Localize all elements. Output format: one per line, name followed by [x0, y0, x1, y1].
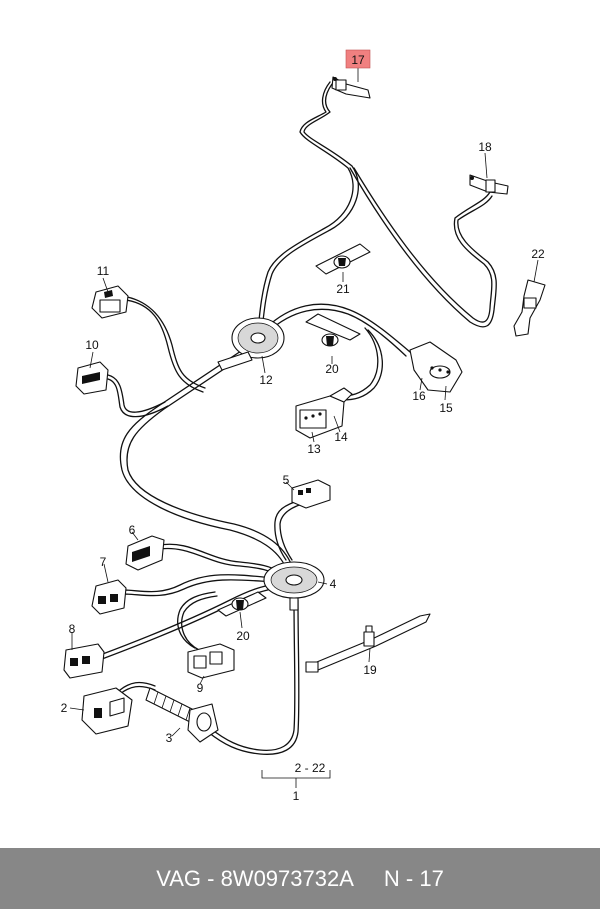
callout-3: 3: [166, 731, 173, 745]
callout-20-upper: 20: [325, 362, 339, 376]
callout-21: 21: [336, 282, 350, 296]
position-number: N - 17: [383, 865, 444, 891]
callout-17: 17: [351, 53, 365, 67]
connector-10: [75, 361, 109, 395]
callout-16: 16: [412, 389, 426, 403]
callout-14: 14: [334, 430, 348, 444]
callout-7: 7: [100, 555, 107, 569]
corrugated-sleeve-3: [145, 687, 219, 743]
callout-19: 19: [363, 663, 377, 677]
callout-labels: 17 18 22 11 21 10 12 20 16 15 14 13 5 6 …: [61, 53, 545, 803]
connector-8: [63, 643, 105, 679]
connector-9: [187, 643, 235, 679]
grommet-12: [217, 317, 285, 371]
callout-18: 18: [478, 140, 492, 154]
wiring-harness-diagram: 17 18 22 11 21 10 12 20 16 15 14 13 5 6 …: [61, 49, 546, 803]
part-number: VAG - 8W0973732A: [156, 865, 354, 891]
harness-wires: [99, 81, 497, 755]
highlight-box-17: [345, 49, 371, 69]
connector-13-14: [295, 387, 353, 439]
footer-bar: VAG - 8W0973732A N - 17: [0, 848, 600, 909]
callout-22: 22: [531, 247, 545, 261]
callout-2-22: 2 - 22: [295, 761, 326, 775]
connector-5: [291, 479, 331, 509]
clip-20-upper: [305, 313, 361, 347]
callout-10: 10: [85, 338, 99, 352]
sensor-17: [331, 76, 371, 99]
clip-20-lower: [217, 591, 267, 617]
connector-6: [125, 535, 165, 571]
callout-12: 12: [259, 373, 273, 387]
callout-8: 8: [69, 622, 76, 636]
callout-11: 11: [97, 264, 110, 278]
connector-16-15: [409, 341, 463, 393]
callout-2: 2: [61, 701, 68, 715]
callout-20-lower: 20: [236, 629, 250, 643]
leader-lines: [69, 68, 539, 788]
callout-5: 5: [283, 473, 290, 487]
clip-21: [315, 243, 371, 275]
sensor-18: [469, 174, 509, 195]
connector-2: [81, 687, 133, 735]
bracket-22: [513, 279, 546, 337]
cable-tie-19: [305, 613, 431, 673]
connector-7: [91, 579, 127, 615]
callout-6: 6: [129, 523, 136, 537]
callout-9: 9: [197, 681, 204, 695]
callout-13: 13: [307, 442, 321, 456]
connector-11: [91, 285, 129, 319]
grommet-4: [263, 561, 325, 611]
callout-4: 4: [330, 577, 337, 591]
callout-15: 15: [439, 401, 453, 415]
callout-1: 1: [293, 789, 300, 803]
